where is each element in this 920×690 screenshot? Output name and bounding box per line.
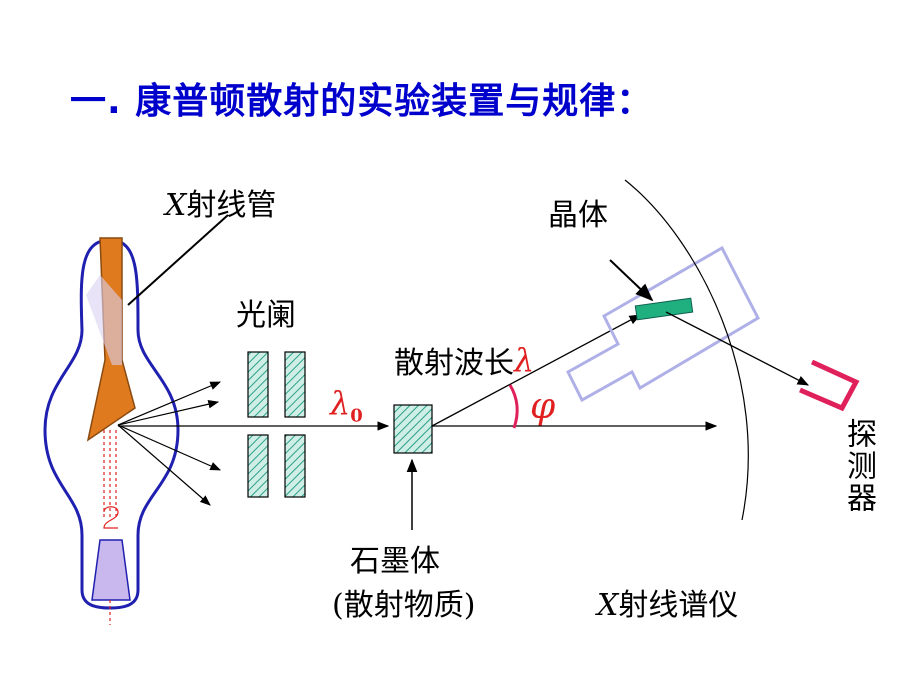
xray-ray-4: [117, 424, 211, 506]
scattered-wavelength-text: 散射波长: [394, 346, 514, 381]
xray-tube-label: X射线管: [165, 180, 276, 224]
xray-tube-x: X: [165, 188, 187, 223]
slide-title: 一. 康普顿散射的实验装置与规律：: [70, 81, 654, 122]
spectrometer-label: X射线谱仪: [597, 580, 738, 624]
graphite-label: 石墨体: [350, 544, 440, 579]
xray-tube-pointer: [127, 214, 229, 306]
spectrometer-frame: [566, 245, 760, 403]
lambda0-subscript: 0: [350, 405, 363, 427]
aperture-upper-right: [284, 351, 306, 418]
lambda0-label: λ0: [330, 384, 363, 426]
spectrometer-arc: [624, 179, 749, 521]
filament: [103, 506, 119, 529]
detector: [799, 359, 860, 412]
xray-tube-text: 射线管: [186, 188, 277, 223]
detector-label: 探测器: [841, 418, 876, 514]
spectrometer-x: X: [597, 588, 619, 623]
phi-label: φ: [530, 386, 556, 427]
graphite-scatterer: [393, 404, 433, 454]
scattered-wavelength-label: 散射波长λ: [394, 338, 534, 382]
aperture-lower-left: [247, 434, 269, 498]
phi-angle-arc: [508, 384, 519, 429]
scatter-material-label: (散射物质): [332, 588, 476, 623]
aperture-label: 光阑: [236, 298, 296, 333]
aperture-lower-right: [284, 434, 306, 498]
aperture-upper-left: [247, 351, 269, 418]
lambda0-symbol: λ: [330, 384, 351, 422]
anode-glass-cone: [86, 275, 122, 365]
lambda-symbol: λ: [514, 341, 535, 379]
crystal-pointer: [609, 259, 654, 302]
cathode-cone: [91, 539, 131, 601]
scattered-beam: [431, 314, 642, 427]
xray-ray-3: [117, 424, 221, 471]
diffracted-beam: [665, 311, 810, 386]
crystal-label: 晶体: [548, 198, 608, 233]
spectrometer-text: 射线谱仪: [618, 588, 739, 623]
xray-ray-1: [117, 381, 221, 426]
xray-ray-2: [117, 399, 220, 426]
crystal: [634, 297, 694, 321]
